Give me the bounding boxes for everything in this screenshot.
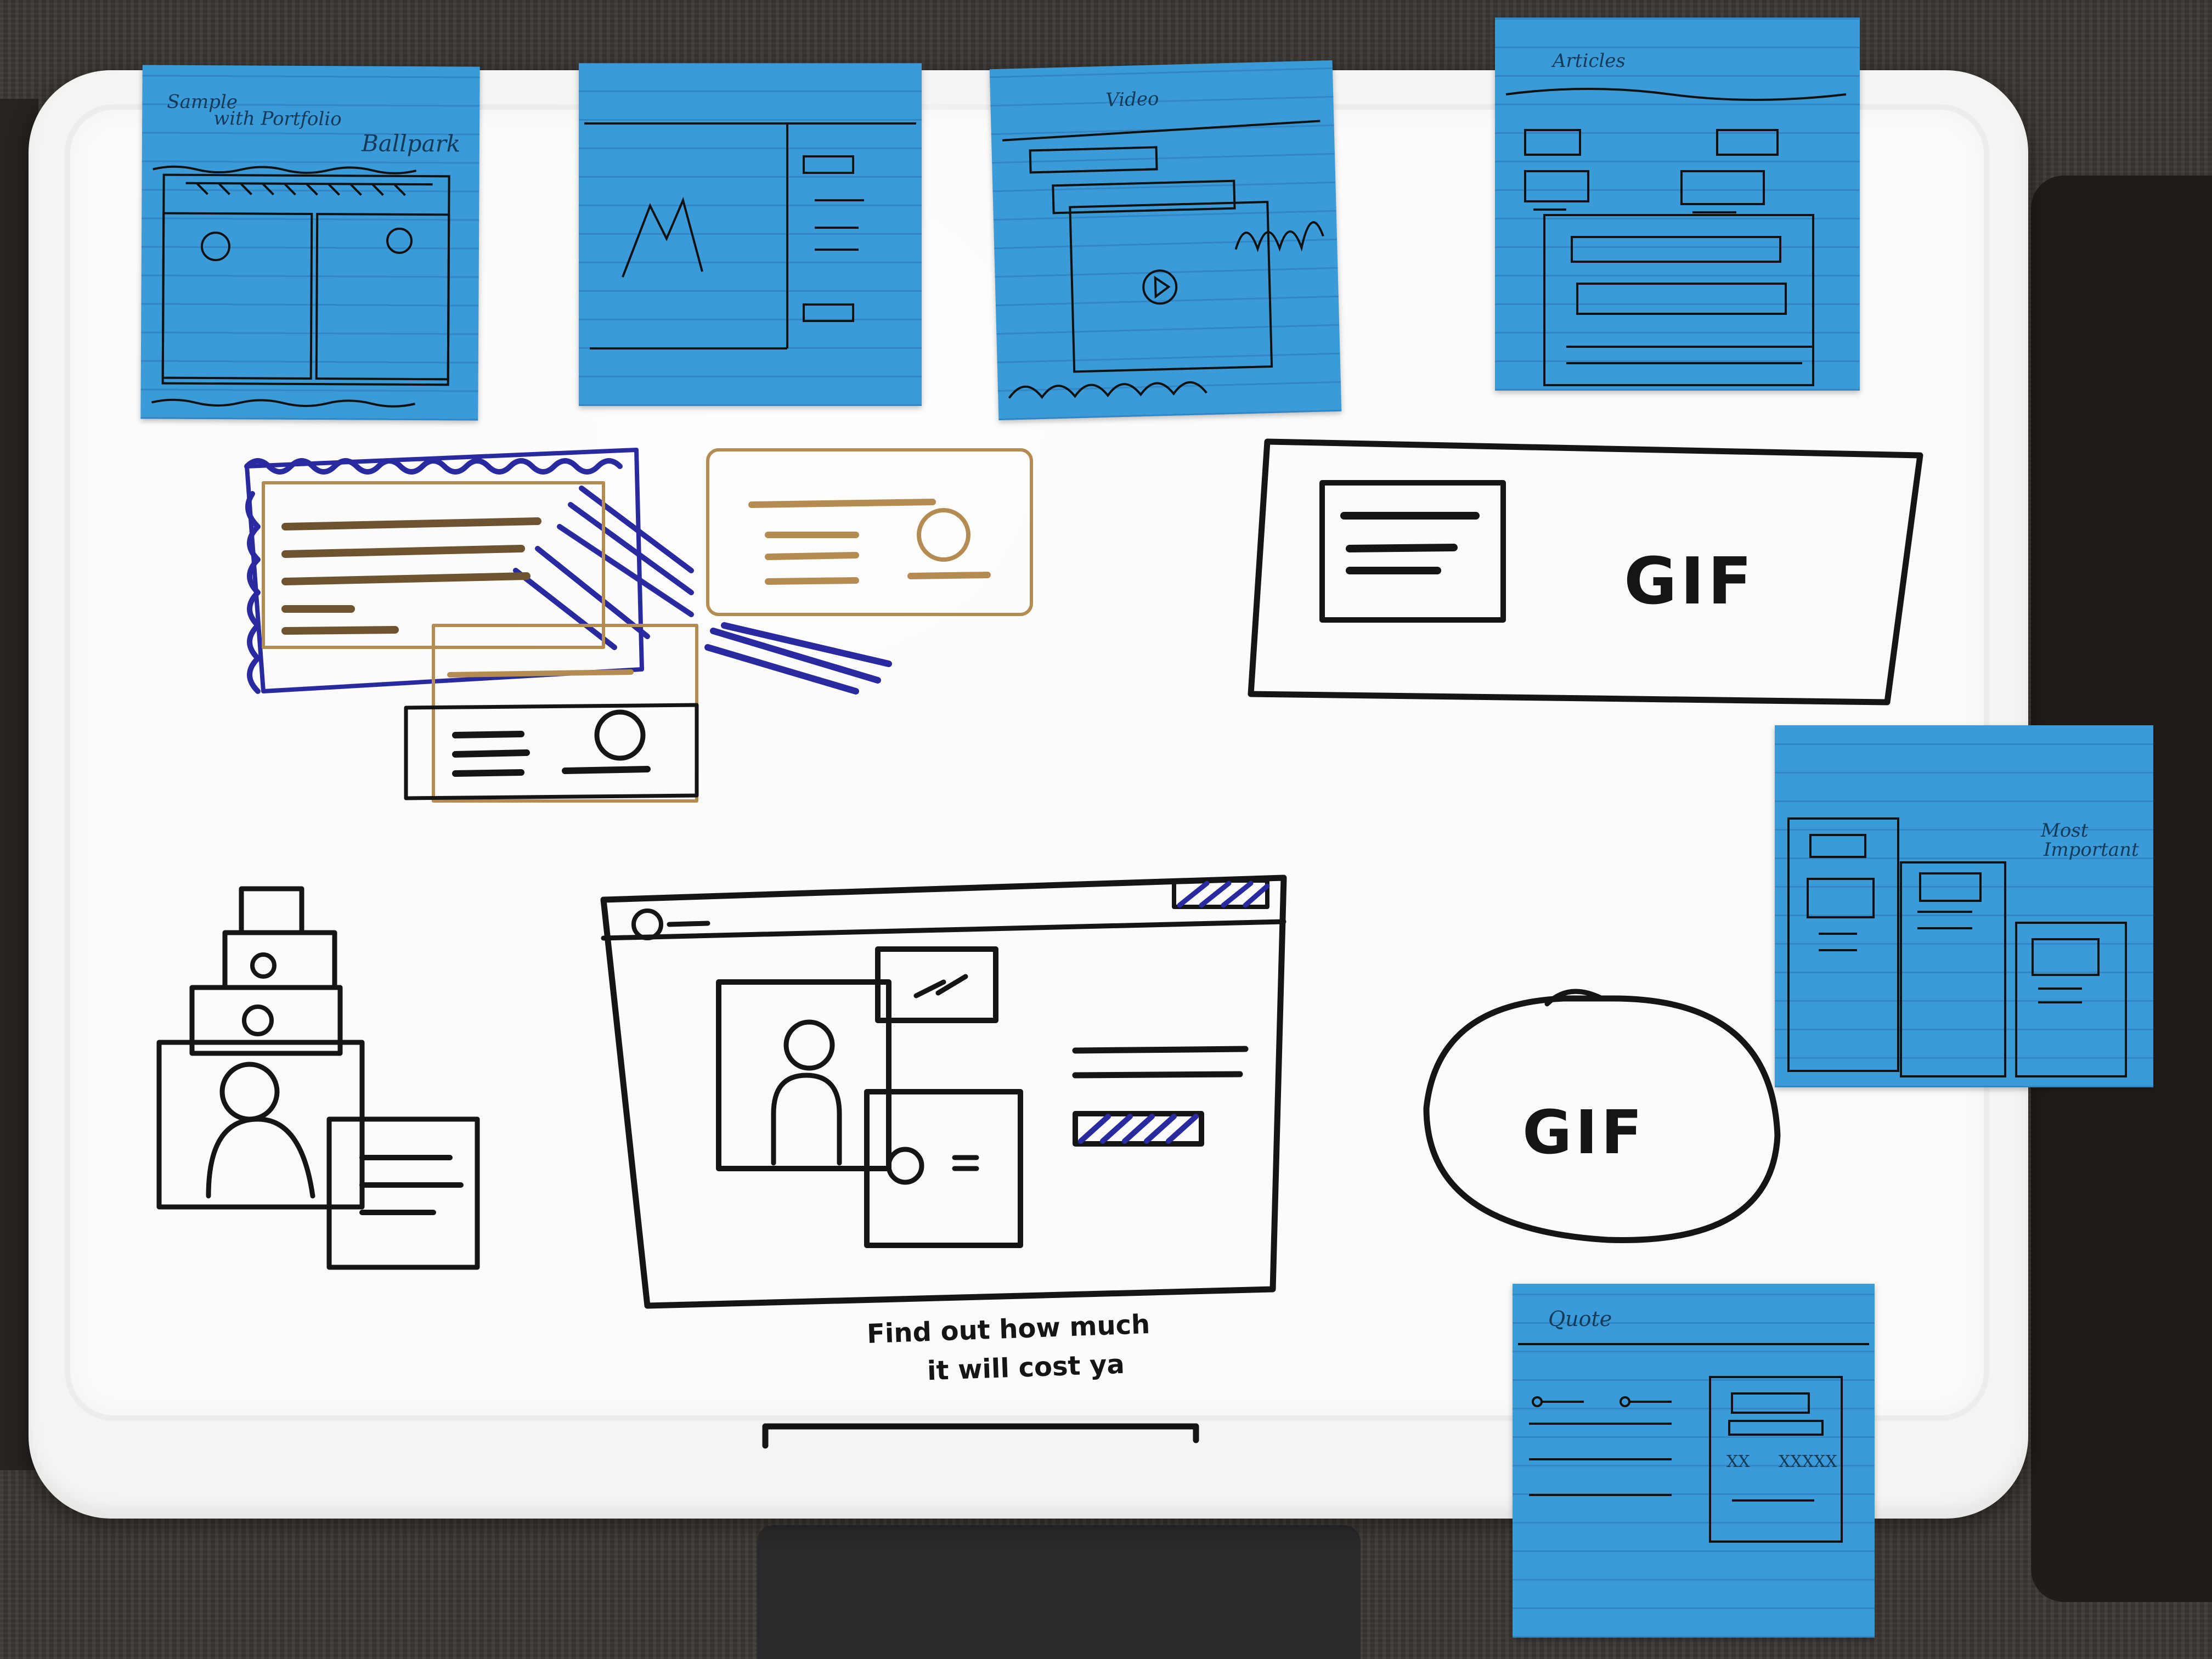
sticky-quote-price-right: XXXXX: [1779, 1452, 1837, 1471]
sticky-quote-label: Quote: [1548, 1307, 1612, 1331]
overlapping-cards-sketch: [244, 448, 1033, 803]
sticky-quote-price-left: XX: [1726, 1452, 1750, 1471]
sticky-articles-sketch: [1505, 88, 1847, 386]
browser-video-sketch: [600, 874, 1287, 1309]
sticky-note-image-layout: [579, 63, 922, 406]
sticky-note-most-important: Most Important: [1775, 725, 2153, 1087]
sticky-note-articles: Articles: [1495, 18, 1860, 391]
sticky-articles-label: Articles: [1553, 50, 1626, 72]
bottom-bar-sketch: [762, 1423, 1199, 1449]
sticky-note-sample: Sample with Portfolio Ballpark: [140, 65, 480, 421]
sticky-most-important-sketch: [1787, 817, 2127, 1077]
gif-circle-sketch: [1423, 989, 1781, 1243]
gif-banner-sketch: [1248, 438, 1923, 706]
person-legs: [757, 1525, 1361, 1659]
gif-circle-label: GIF: [1522, 1097, 1646, 1167]
sticky-note-quote: Quote XX XXXXX: [1513, 1284, 1875, 1638]
sticky-note-video: Video: [989, 60, 1342, 421]
sticky-image-layout-sketch: [584, 122, 916, 349]
stacked-profile-cards-sketch: [156, 886, 480, 1270]
sticky-sample-sketch: [151, 165, 450, 408]
sticky-video-sketch: [1002, 120, 1324, 399]
sticky-most-line1: Most: [2041, 820, 2089, 842]
sticky-most-line2: Important: [2044, 839, 2139, 861]
sticky-quote-sketch: [1518, 1343, 1869, 1543]
gif-banner-label: GIF: [1624, 543, 1756, 619]
